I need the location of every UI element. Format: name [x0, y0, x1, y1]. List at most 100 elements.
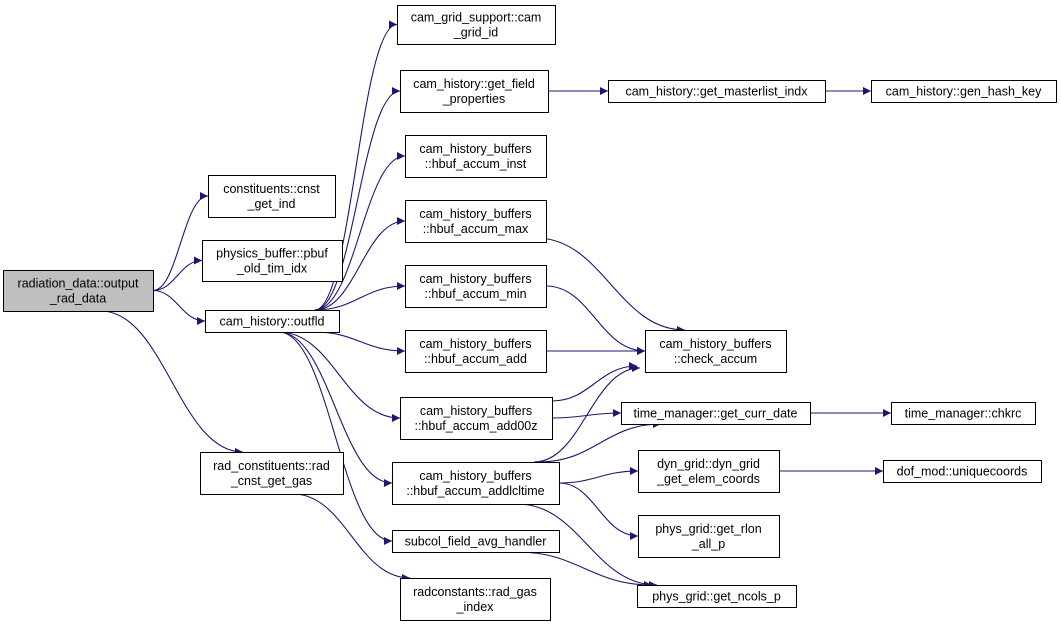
node-rlon-label-line-1: _all_p: [691, 537, 725, 551]
node-gridid-label-line-1: _grid_id: [453, 26, 499, 40]
node-masterlist-box: [608, 80, 826, 103]
node-add00z[interactable]: cam_history_buffers::hbuf_accum_add00z: [400, 397, 553, 440]
node-outfld-label-line-0: cam_history::outfld: [220, 315, 325, 329]
node-gridid[interactable]: cam_grid_support::cam_grid_id: [397, 5, 556, 45]
edge-subcol-to-ncols: [517, 551, 653, 589]
node-getfield-label-line-1: _properties: [442, 92, 506, 106]
node-gridid-label-line-0: cam_grid_support::cam: [411, 11, 542, 25]
node-elemcoords-label-line-1: _get_elem_coords: [656, 472, 760, 486]
node-pbuf[interactable]: physics_buffer::pbuf_old_tim_idx: [202, 240, 343, 282]
node-masterlist[interactable]: cam_history::get_masterlist_indx: [608, 80, 826, 103]
node-subcol[interactable]: subcol_field_avg_handler: [392, 530, 560, 553]
edge-max-to-checkaccum: [535, 237, 686, 334]
node-min-box: [405, 265, 547, 308]
node-getfield[interactable]: cam_history::get_field_properties: [400, 70, 549, 113]
node-currdate[interactable]: time_manager::get_curr_date: [621, 402, 811, 425]
node-uniq-box: [883, 460, 1042, 483]
node-pbuf-label-line-1: _old_tim_idx: [236, 262, 308, 276]
node-elemcoords-box: [638, 450, 780, 493]
node-elemcoords[interactable]: dyn_grid::dyn_grid_get_elem_coords: [638, 450, 780, 493]
node-root-box: [3, 270, 154, 312]
node-outfld[interactable]: cam_history::outfld: [205, 310, 340, 333]
node-uniq-label-line-0: dof_mod::uniquecoords: [897, 465, 1028, 479]
node-cnst-box: [208, 175, 336, 218]
node-masterlist-label-line-0: cam_history::get_masterlist_indx: [625, 85, 808, 99]
edge-addlcl-to-elemcoords: [558, 467, 639, 484]
node-currdate-box: [621, 402, 811, 425]
node-chkrc[interactable]: time_manager::chkrc: [891, 402, 1036, 425]
node-cnst-label-line-0: constituents::cnst: [223, 182, 320, 196]
node-max-label-line-1: ::hbuf_accum_max: [423, 222, 529, 236]
edge-root-to-pbuf: [152, 256, 203, 292]
node-add[interactable]: cam_history_buffers::hbuf_accum_add: [405, 330, 547, 373]
node-getfield-box: [400, 70, 549, 113]
node-ncols-label-line-0: phys_grid::get_ncols_p: [652, 590, 781, 604]
node-outfld-box: [205, 310, 340, 333]
node-add00z-box: [400, 397, 553, 440]
node-getfield-label-line-0: cam_history::get_field: [413, 77, 535, 91]
node-chkrc-label-line-0: time_manager::chkrc: [905, 407, 1022, 421]
node-max-box: [405, 200, 547, 243]
node-add00z-label-line-0: cam_history_buffers: [420, 404, 532, 418]
node-subcol-label-line-0: subcol_field_avg_handler: [405, 535, 547, 549]
node-addlcl[interactable]: cam_history_buffers::hbuf_accum_addlclti…: [392, 462, 560, 505]
node-add-label-line-0: cam_history_buffers: [419, 337, 531, 351]
node-rlon-label-line-0: phys_grid::get_rlon: [655, 522, 761, 536]
node-pbuf-box: [202, 240, 343, 282]
node-subcol-box: [392, 530, 560, 553]
node-uniq[interactable]: dof_mod::uniquecoords: [883, 460, 1042, 483]
edge-addlcl-to-checkaccum: [533, 364, 641, 463]
edge-addlcl-to-currdate: [538, 420, 662, 463]
node-checkaccum-label-line-0: cam_history_buffers: [659, 337, 771, 351]
node-inst[interactable]: cam_history_buffers::hbuf_accum_inst: [405, 135, 547, 178]
node-radcnst-label-line-1: _cnst_get_gas: [230, 474, 312, 488]
node-cnst-label-line-1: _get_ind: [247, 197, 296, 211]
edge-outfld-to-min: [314, 282, 406, 311]
node-radgas-box: [400, 578, 551, 621]
node-currdate-label-line-0: time_manager::get_curr_date: [634, 407, 798, 421]
edge-radcnst-to-radgas: [292, 493, 411, 582]
node-max-label-line-0: cam_history_buffers: [419, 207, 531, 221]
edge-outfld-to-getfield: [314, 87, 401, 311]
node-pbuf-label-line-0: physics_buffer::pbuf: [216, 247, 328, 261]
node-rlon-box: [638, 515, 780, 558]
node-addlcl-label-line-0: cam_history_buffers: [419, 469, 531, 483]
edge-outfld-to-add: [314, 331, 406, 355]
edges-layer: [100, 20, 891, 589]
edge-outfld-to-max: [314, 217, 406, 311]
node-max[interactable]: cam_history_buffers::hbuf_accum_max: [405, 200, 547, 243]
node-checkaccum[interactable]: cam_history_buffers::check_accum: [645, 330, 787, 373]
node-inst-label-line-0: cam_history_buffers: [419, 142, 531, 156]
edge-root-to-cnst: [152, 192, 209, 292]
node-inst-label-line-1: ::hbuf_accum_inst: [425, 157, 527, 171]
node-rlon[interactable]: phys_grid::get_rlon_all_p: [638, 515, 780, 558]
node-radgas-label-line-1: _index: [456, 600, 495, 614]
node-hashkey-box: [871, 80, 1057, 103]
node-ncols[interactable]: phys_grid::get_ncols_p: [637, 585, 797, 608]
edge-addlcl-to-rlon: [558, 482, 639, 540]
edge-outfld-to-subcol: [278, 331, 393, 545]
node-add00z-label-line-1: ::hbuf_accum_add00z: [414, 419, 537, 433]
node-ncols-box: [637, 585, 797, 608]
node-root-label-line-1: _rad_data: [49, 292, 106, 306]
node-radgas-label-line-0: radconstants::rad_gas: [413, 585, 537, 599]
node-inst-box: [405, 135, 547, 178]
edge-root-to-radcnst: [100, 310, 243, 456]
node-checkaccum-label-line-1: ::check_accum: [674, 352, 757, 366]
node-elemcoords-label-line-0: dyn_grid::dyn_grid: [657, 457, 760, 471]
node-radgas[interactable]: radconstants::rad_gas_index: [400, 578, 551, 621]
edge-outfld-to-add00z: [278, 331, 401, 422]
node-gridid-box: [397, 5, 556, 45]
edge-min-to-checkaccum: [545, 285, 646, 355]
node-add-box: [405, 330, 547, 373]
node-root[interactable]: radiation_data::output_rad_data: [3, 270, 154, 312]
node-radcnst[interactable]: rad_constituents::rad_cnst_get_gas: [200, 452, 344, 495]
node-hashkey[interactable]: cam_history::gen_hash_key: [871, 80, 1057, 103]
edge-outfld-to-gridid: [314, 20, 398, 311]
node-root-label-line-0: radiation_data::output: [18, 277, 139, 291]
edge-outfld-to-addlcl: [278, 331, 393, 487]
node-min[interactable]: cam_history_buffers::hbuf_accum_min: [405, 265, 547, 308]
node-cnst[interactable]: constituents::cnst_get_ind: [208, 175, 336, 218]
node-addlcl-label-line-1: ::hbuf_accum_addlcltime: [406, 484, 544, 498]
